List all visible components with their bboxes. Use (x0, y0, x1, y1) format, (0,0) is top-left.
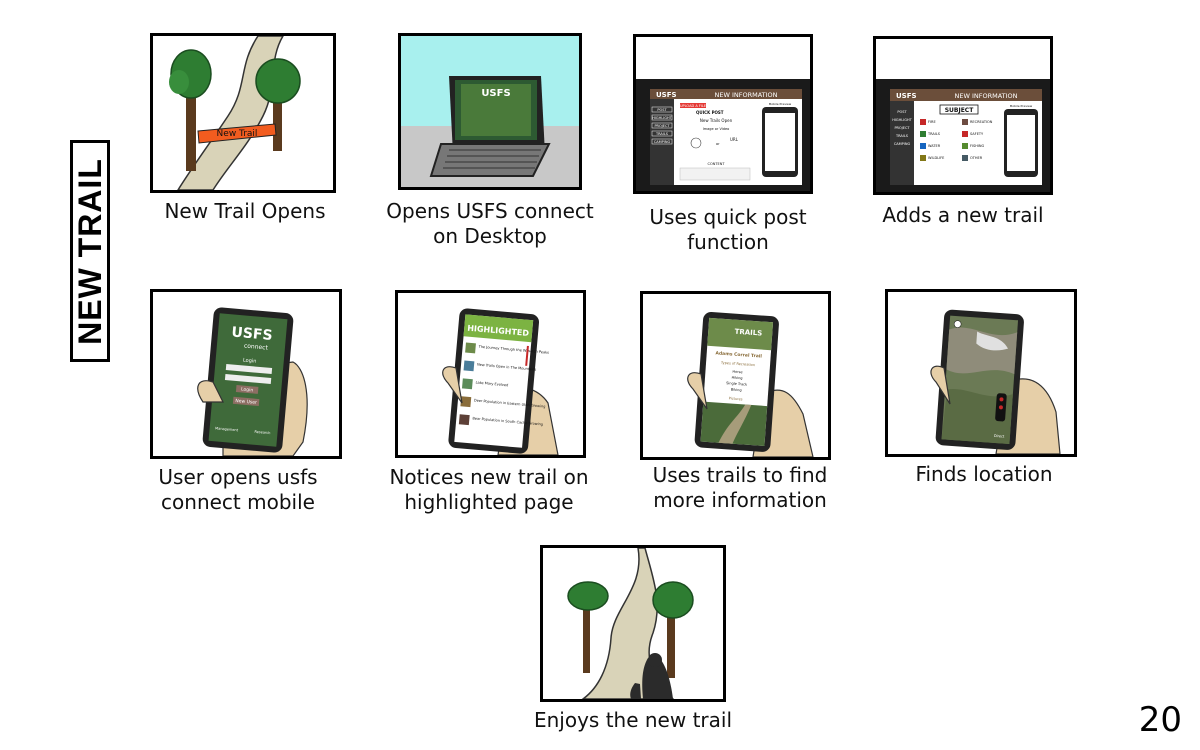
caption-4: Adds a new trail (882, 203, 1044, 227)
map-direct-label: Direct (994, 434, 1005, 439)
caption-8: Finds location (915, 462, 1053, 486)
panel-location: Direct (885, 289, 1077, 457)
at-nav-trails: TRAILS (895, 134, 909, 138)
qp-nav-post: POST (657, 108, 667, 112)
at-subject: SUBJECT (945, 107, 975, 114)
qp-or: or (716, 142, 720, 146)
highlight-item-5: Bear Population in South Cache Growing (472, 416, 543, 426)
at-subject-fire: FIRE (928, 120, 936, 124)
panel-add-trail: USFS NEW INFORMATION POST HIGHLIGHT PROJ… (873, 36, 1053, 195)
highlight-item-3: Lake Mary Evolved (475, 381, 508, 388)
at-subject-wildlife: WILDLIFE (928, 156, 944, 160)
highlight-item-4: Deer Population in Eastern Utah Growing (474, 398, 546, 408)
panel-highlighted: HIGHLIGHTED The Journey Through the Wasa… (395, 290, 586, 458)
qp-header: NEW INFORMATION (714, 91, 777, 99)
at-subject-fishing: FISHING (970, 144, 985, 148)
qp-upload: UPLOAD A FILE (680, 104, 706, 108)
trail-types-label: Types of Recreation (720, 361, 755, 367)
desktop-brand: USFS (481, 88, 510, 99)
at-nav-post: POST (897, 110, 907, 114)
qp-nav-trails: TRAILS (655, 132, 669, 136)
trail-activity-3: Single Track (726, 381, 748, 387)
at-header: NEW INFORMATION (954, 92, 1017, 100)
qp-nav-camping: CAMPING (654, 140, 671, 144)
caption-5: User opens usfs connect mobile (158, 465, 318, 514)
at-nav-project: PROJECT (894, 126, 910, 130)
caption-3: Uses quick post function (649, 205, 807, 254)
add-trail-screen: USFS NEW INFORMATION POST HIGHLIGHT PROJ… (876, 79, 1050, 192)
at-subject-other: OTHER (970, 156, 983, 160)
trails-illustration: TRAILS Adams Corral Trail Types of Recre… (687, 311, 814, 457)
panel-enjoys-trail (540, 545, 726, 702)
panel-quick-post: USFS NEW INFORMATION POST HIGHLIGHT PROJ… (633, 34, 813, 194)
caption-2: Opens USFS connect on Desktop (386, 199, 594, 248)
panel-mobile-login: USFS connect Login Login New User Manage… (150, 289, 342, 459)
trail-activity-2: Hiking (731, 376, 742, 381)
quick-post-screen: USFS NEW INFORMATION POST HIGHLIGHT PROJ… (636, 79, 810, 191)
at-subject-trails: TRAILS (927, 132, 941, 136)
side-title: NEW TRAIL (71, 157, 108, 345)
trail-activity-1: Horse (732, 370, 742, 375)
qp-url: URL (730, 137, 739, 142)
qp-subheader: QUICK POST (696, 110, 724, 115)
at-subject-safety: SAFETY (970, 132, 984, 136)
caption-7: Uses trails to find more information (652, 463, 828, 512)
trail-sign-illustration: New Trail (169, 36, 301, 190)
at-subject-recreation: RECREATION (970, 120, 993, 124)
mobile-login-illustration: USFS connect Login Login New User Manage… (197, 307, 308, 456)
new-user-button: New User (235, 398, 257, 406)
login-footer-left: Management (215, 426, 239, 432)
panel-desktop: USFS (398, 33, 582, 190)
login-label: Login (243, 357, 257, 364)
qp-media-label: Image or Video (703, 127, 730, 131)
qp-nav-project: PROJECT (654, 124, 670, 128)
side-title-box: NEW TRAIL (70, 140, 110, 362)
map-illustration: Direct (930, 309, 1061, 454)
trail-name: Adams Corral Trail (715, 350, 762, 359)
panel-new-trail-opens: New Trail (150, 33, 336, 193)
login-footer-right: Research (254, 430, 270, 435)
panel-trails: TRAILS Adams Corral Trail Types of Recre… (640, 291, 831, 460)
highlight-item-2: New Trails Open in The Mountains (477, 363, 537, 372)
laptop-illustration: USFS (401, 36, 579, 187)
qp-preview-label: Mobile Preview (769, 102, 792, 106)
at-nav-camping: CAMPING (894, 142, 911, 146)
at-brand: USFS (896, 92, 917, 100)
qp-brand: USFS (656, 91, 677, 99)
qp-post-title: New Trails Open (700, 118, 733, 123)
page-number: 20 (1138, 700, 1182, 740)
login-sub: connect (244, 343, 269, 352)
hiker-illustration (567, 548, 694, 699)
at-nav-highlight: HIGHLIGHT (892, 118, 912, 122)
at-preview-label: Mobile Preview (1010, 104, 1033, 108)
login-button: Login (241, 386, 254, 393)
qp-nav-highlight: HIGHLIGHT (652, 116, 672, 120)
caption-9: Enjoys the new trail (533, 708, 733, 732)
qp-content: CONTENT (708, 162, 726, 166)
trail-sign-text: New Trail (217, 129, 258, 139)
highlight-item-1: The Journey Through the Wasatch Peaks (478, 345, 550, 355)
trail-activity-4: Biking (731, 388, 742, 393)
trail-pictures-label: Pictures (729, 396, 743, 401)
caption-6: Notices new trail on highlighted page (389, 465, 589, 514)
trails-header: TRAILS (734, 328, 762, 338)
at-subject-water: WATER (928, 144, 941, 148)
highlighted-illustration: HIGHLIGHTED The Journey Through the Wasa… (442, 308, 559, 455)
caption-1: New Trail Opens (164, 199, 326, 223)
login-brand: USFS (231, 324, 273, 344)
